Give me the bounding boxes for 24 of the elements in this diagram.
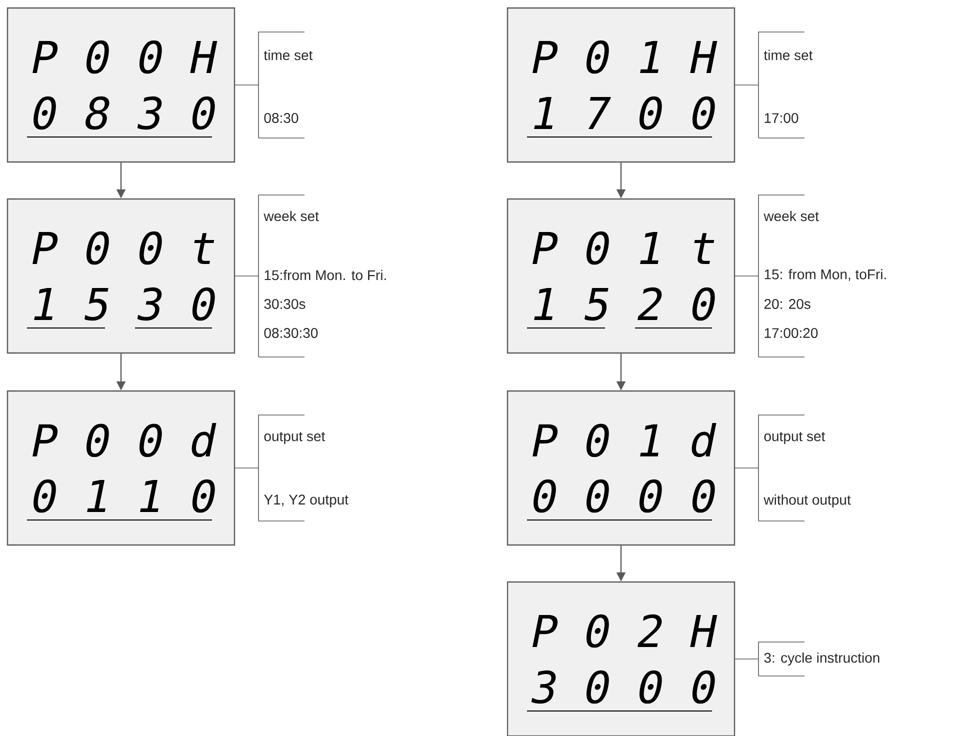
display-box: P 0 0 d 0 1 1 0 — [6, 390, 236, 546]
annotation-text: time set — [764, 50, 813, 60]
annotation-text: 15:from Mon. to Fri. — [264, 270, 386, 280]
annotation-text: 17:00:20 — [764, 328, 818, 338]
display-box: P 0 0 t 1 5 3 0 — [6, 198, 236, 354]
display-box: P 0 1 H 1 7 0 0 — [506, 7, 736, 163]
annotation-text: 17:00 — [764, 113, 798, 123]
annotation-text: output set — [264, 432, 326, 444]
annotation-text: 15: from Mon, toFri. — [764, 269, 886, 281]
annotation-text: Y1, Y2 output — [264, 494, 348, 508]
annotation-text: without output — [764, 494, 851, 508]
annotation-text: output set — [764, 432, 826, 444]
annotation-text: 30:30s — [264, 299, 306, 309]
annotation-text: 08:30:30 — [264, 328, 318, 338]
display-box: P 0 1 t 1 5 2 0 — [506, 198, 736, 354]
annotation-text: 20: 20s — [764, 299, 810, 309]
display-box: P 0 2 H 3 0 0 0 — [506, 581, 736, 736]
annotation-text: week set — [764, 210, 819, 222]
annotation-text: time set — [264, 50, 313, 60]
annotation-text: 08:30 — [264, 113, 298, 123]
annotation-text: week set — [264, 210, 319, 222]
display-box: P 0 1 d 0 0 0 0 — [506, 390, 736, 546]
display-box: P 0 0 H 0 8 3 0 — [6, 7, 236, 163]
annotation-text: 3: cycle instruction — [764, 652, 880, 666]
